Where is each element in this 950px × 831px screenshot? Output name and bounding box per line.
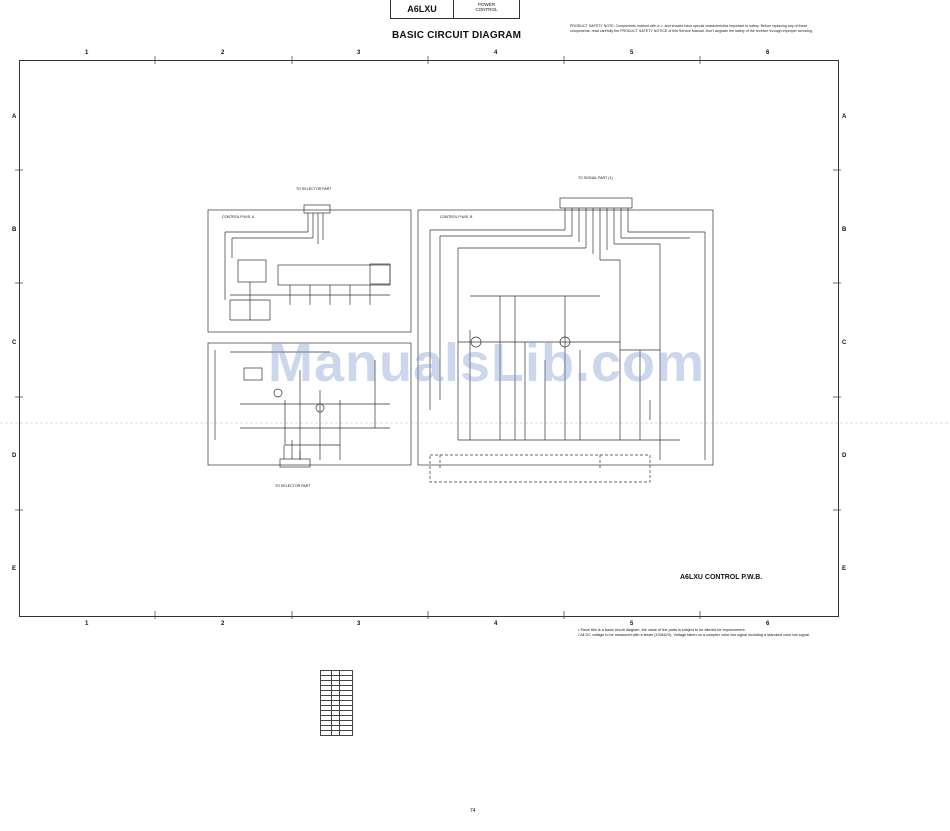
page-number: 74 [470,808,476,814]
section-name: POWER CONTROL [475,2,498,12]
grid-row-label: D [842,453,847,459]
grid-column-label: 5 [630,621,634,627]
notes: • Since this is a basic circuit diagram,… [578,628,838,638]
watermark: ManualsLib.com [268,333,706,393]
header-box: A6LXU POWER CONTROL [390,0,520,19]
label-pwb-b: CONTROL P.W.B. B [440,215,473,219]
grid-column-label: 3 [357,621,361,627]
grid-row-label: E [842,566,847,572]
voltage-table [320,670,353,736]
grid-row-label: B [842,227,847,233]
grid-column-label: 2 [221,621,225,627]
grid-row-label: A [12,114,17,120]
label-to-selector-top: TO SELECTOR PART [296,187,332,191]
frame-ticks [15,56,841,619]
grid-row-label: C [842,340,847,346]
grid-column-label: 1 [85,621,89,627]
grid-column-label: 6 [766,50,770,56]
note-item: • All DC voltage to be measured with a t… [578,633,810,637]
diagram-frame [19,60,839,617]
safety-note: PRODUCT SAFETY NOTE: Components marked w… [570,24,814,33]
note-item: • Since this is a basic circuit diagram,… [578,628,746,632]
label-to-signal: TO SIGNAL PART (1) [578,176,613,180]
grid-row-label: D [12,453,17,459]
grid-row-label: A [842,114,847,120]
grid-column-label: 5 [630,50,634,56]
model-name: A6LXU [391,0,454,18]
pwb-title: A6LXU CONTROL P.W.B. [680,574,763,581]
grid-row-label: E [12,566,17,572]
grid-column-label: 2 [221,50,225,56]
grid-column-label: 3 [357,50,361,56]
label-to-selector-bottom: TO SELECTOR PART [275,484,311,488]
page-title: BASIC CIRCUIT DIAGRAM [392,30,522,41]
grid-row-label: C [12,340,17,346]
grid-column-label: 6 [766,621,770,627]
grid-column-label: 1 [85,50,89,56]
label-pwb-a: CONTROL P.W.B. A [222,215,255,219]
grid-row-label: B [12,227,17,233]
grid-column-label: 4 [494,621,498,627]
grid-column-label: 4 [494,50,498,56]
